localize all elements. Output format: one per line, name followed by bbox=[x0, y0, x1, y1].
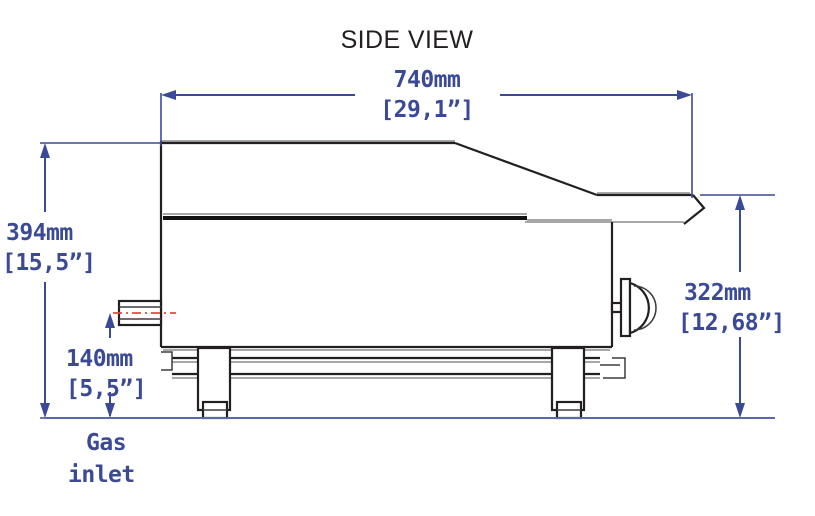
width-arrow-left bbox=[161, 90, 176, 100]
control-knob-backplate bbox=[619, 277, 632, 338]
gas-inlet-height-arrow-top bbox=[105, 313, 115, 328]
griddle-body-geometry bbox=[113, 140, 706, 420]
width-arrow-right bbox=[677, 90, 692, 100]
overall-height-arrow-bottom bbox=[40, 403, 50, 418]
body-height-arrow-bottom bbox=[735, 403, 745, 418]
body-height-metric-label: 322mm bbox=[684, 280, 751, 306]
overall-height-arrow-top bbox=[40, 143, 50, 158]
left-frame-bracket bbox=[161, 351, 173, 371]
dimension-body-height: 322mm [12,68”] bbox=[588, 194, 785, 419]
body-height-arrow-top bbox=[735, 195, 745, 210]
splash-guard-slope bbox=[454, 141, 598, 197]
gas-inlet-label-line1: Gas bbox=[86, 430, 126, 456]
right-frame-bracket bbox=[603, 357, 626, 379]
gas-inlet-height-arrow-bottom bbox=[105, 403, 115, 418]
right-leg bbox=[550, 346, 586, 412]
dimension-width: 740mm [29,1”] bbox=[160, 67, 693, 198]
left-leg bbox=[196, 346, 232, 412]
page-title: SIDE VIEW bbox=[341, 26, 474, 54]
control-knob-assembly bbox=[610, 277, 657, 338]
dimension-gas-inlet-height: 140mm [5,5”] bbox=[66, 313, 147, 418]
width-metric-label: 740mm bbox=[394, 67, 461, 93]
gas-inlet-height-imperial-label: [5,5”] bbox=[66, 376, 146, 402]
gas-inlet-height-metric-label: 140mm bbox=[66, 346, 133, 372]
overall-height-metric-label: 394mm bbox=[6, 220, 73, 246]
width-imperial-label: [29,1”] bbox=[380, 97, 473, 123]
gas-inlet-label-line2: inlet bbox=[68, 462, 135, 488]
overall-height-imperial-label: [15,5”] bbox=[2, 250, 95, 276]
annotation-gas-inlet: Gas inlet bbox=[68, 430, 135, 488]
body-height-imperial-label: [12,68”] bbox=[678, 310, 785, 336]
control-knob-dial-inner bbox=[633, 285, 657, 331]
grease-trough-lip-end bbox=[683, 194, 706, 225]
